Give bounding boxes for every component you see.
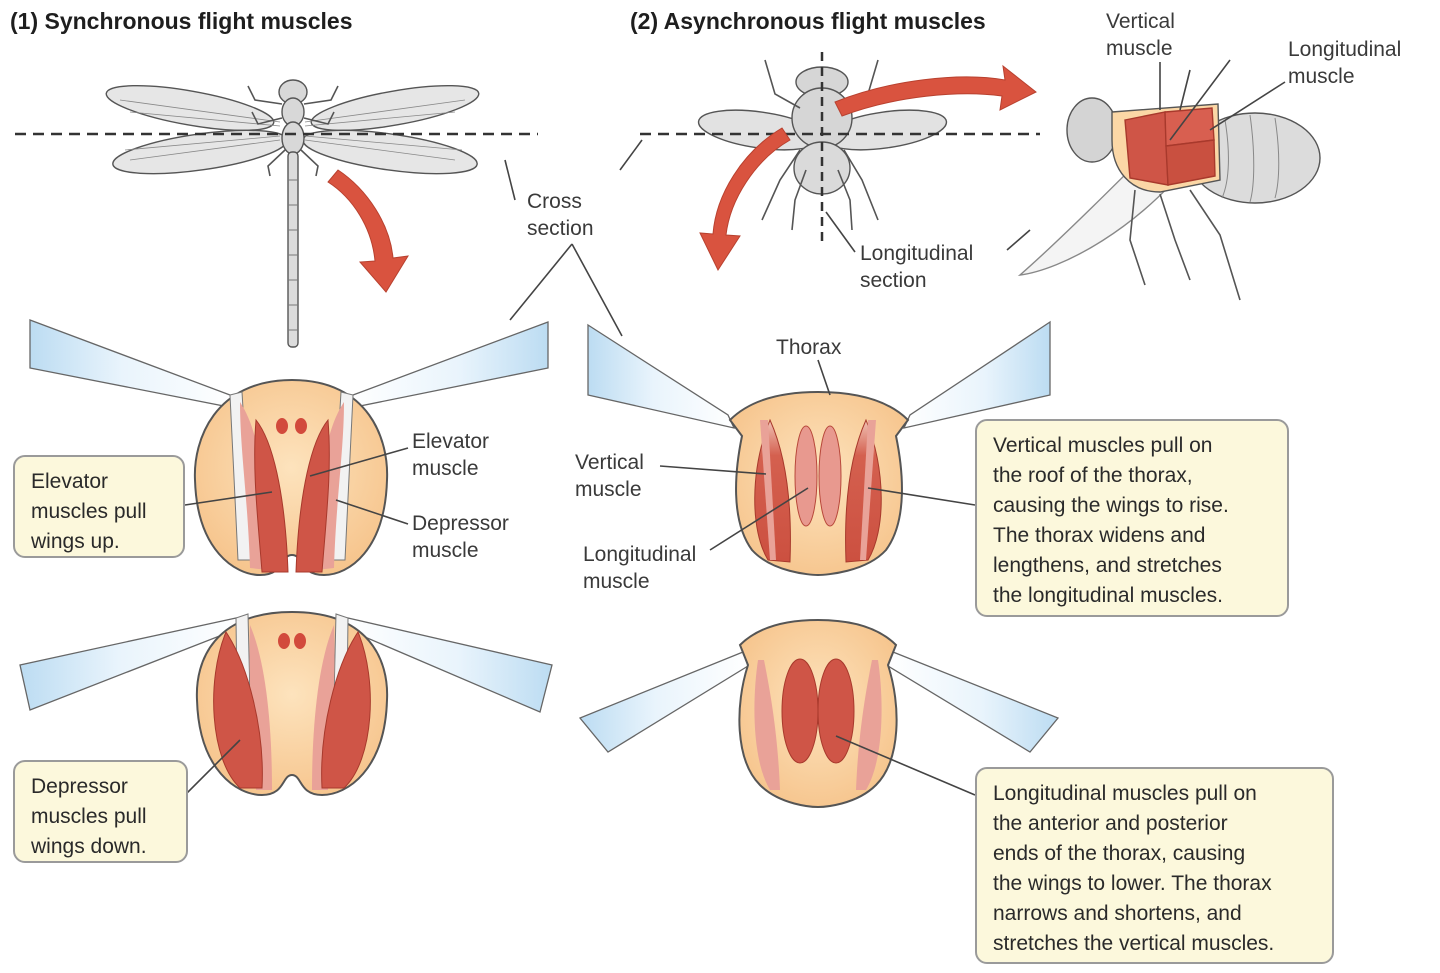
elevator-callout: Elevator muscles pull wings up. xyxy=(13,455,185,558)
elevator-muscle-label: Elevator muscle xyxy=(412,430,490,480)
leader-lines xyxy=(504,59,1286,337)
curved-arrow-icon xyxy=(834,64,1037,117)
depressor-muscle-label: Depressor muscle xyxy=(412,512,509,562)
fly-longitudinal-muscle-label: Longitudinal muscle xyxy=(1288,38,1402,88)
dragonfly-illustration xyxy=(105,79,480,348)
asynchronous-heading: (2) Asynchronous flight muscles xyxy=(630,8,986,34)
asynchronous-downstroke-cross-section xyxy=(578,618,1060,809)
synchronous-heading: (1) Synchronous flight muscles xyxy=(10,8,353,34)
synchronous-downstroke-cross-section xyxy=(19,610,553,797)
leader-lines xyxy=(835,735,976,796)
asynchronous-upstroke-cross-section xyxy=(587,320,1051,577)
longitudinal-muscles-callout: Longitudinal muscles pull on the anterio… xyxy=(975,767,1334,964)
synchronous-upstroke-cross-section xyxy=(29,319,549,577)
fly-side-view-illustration xyxy=(1017,97,1321,301)
thorax-label: Thorax xyxy=(776,336,842,359)
leader-lines xyxy=(659,359,976,551)
cross-section-label: Cross section xyxy=(527,190,594,240)
longitudinal-section-label: Longitudinal section xyxy=(860,242,974,292)
curved-arrow-icon xyxy=(699,127,791,272)
vertical-muscle-label: Vertical muscle xyxy=(575,451,644,501)
fly-vertical-muscle-label: Vertical muscle xyxy=(1106,10,1175,60)
leader-lines xyxy=(184,447,409,525)
vertical-muscles-callout: Vertical muscles pull on the roof of the… xyxy=(975,419,1289,617)
curved-arrow-icon xyxy=(327,169,409,293)
depressor-callout: Depressor muscles pull wings down. xyxy=(13,760,188,863)
longitudinal-muscle-label: Longitudinal muscle xyxy=(583,543,697,593)
